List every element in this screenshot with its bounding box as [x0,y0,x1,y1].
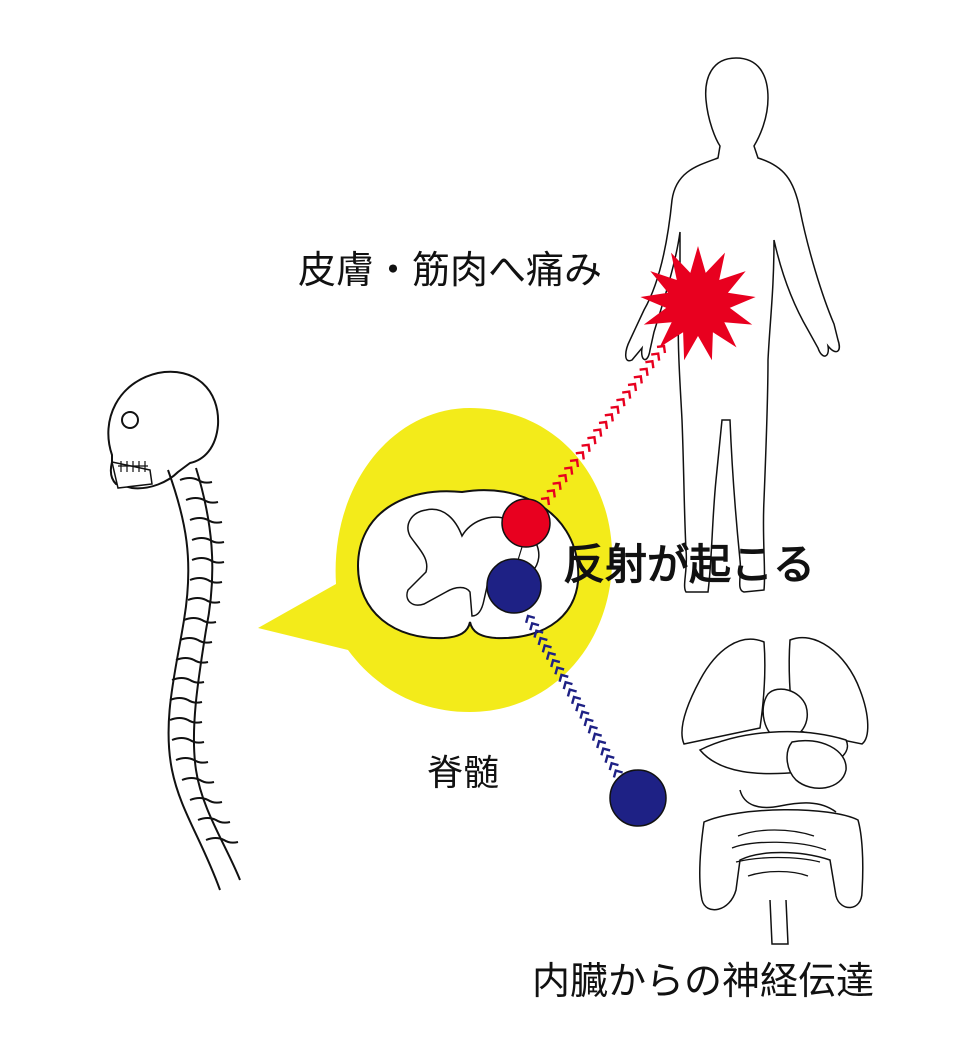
vertebra [171,737,205,744]
signal-chevron [587,724,598,734]
signal-chevron [656,344,667,354]
vertebra [189,577,223,584]
signal-chevron [552,481,562,490]
visceral-transmission-label: 内臓からの神経伝達 [532,959,875,1003]
vertebra [171,677,205,684]
vertebrae [169,477,239,844]
large-intestine [699,809,864,911]
signal-chevron [587,435,597,445]
signal-chevron [593,428,603,437]
spinal-neuron-blue [486,558,542,614]
stomach [786,739,847,789]
signal-chevron [596,739,607,749]
signal-chevron [651,352,661,361]
signal-chevron [550,658,561,668]
eye-socket [121,411,139,429]
signal-chevron [545,651,557,660]
small-intestine [731,829,827,877]
vertebra [197,817,231,824]
signal-chevron [600,747,611,756]
signal-chevron [524,614,536,624]
signal-chevron [627,382,638,392]
signal-chevron [540,496,551,506]
signal-chevron [598,420,609,430]
vertebra [205,837,239,844]
internal-organs-icon [681,636,869,945]
signal-chevron [575,451,585,460]
vertebra [191,537,225,544]
signal-chevron [564,466,574,475]
vertebra [185,497,219,504]
vertebra [187,597,221,604]
vertebra [175,757,209,764]
signal-chevron [604,413,614,422]
signal-chevron [591,732,603,741]
signal-chevron [537,636,548,646]
somatic-signal-path [540,344,667,506]
vertebra [189,517,223,524]
vertebra [181,777,215,784]
signal-chevron [562,680,573,690]
spinal-cord-callout [258,408,613,712]
signal-chevron [569,458,580,468]
vertebra [179,477,213,484]
skull [107,370,220,490]
skin-muscle-pain-label: 皮膚・筋肉へ痛み [298,248,603,292]
signal-chevron [541,643,552,653]
signal-chevron [583,717,594,727]
duodenum [739,789,837,813]
vertebra [179,637,213,644]
vertebra [169,697,203,704]
signal-chevron [533,629,544,638]
signal-chevron [610,405,620,414]
signal-chevron [645,359,655,369]
vertebra [189,797,223,804]
signal-chevron [566,688,577,697]
signal-chevron [639,367,649,376]
signal-chevron [612,769,623,778]
signal-chevron [570,695,582,705]
signal-chevron [608,761,619,771]
signal-chevron [546,489,556,498]
signal-chevron [575,702,586,712]
vertebra [191,557,225,564]
interneuron-link [517,546,523,561]
right-lung [788,636,869,745]
signal-chevron [558,473,568,483]
signal-chevron [616,397,626,407]
signal-chevron [558,673,569,683]
spine-front [167,469,221,891]
vertebra [175,657,209,664]
skeleton-spine-icon [107,370,241,891]
signal-chevron [579,710,590,719]
visceral-neuron-blue [609,769,667,827]
signal-chevron [604,754,615,764]
sensory-neuron-red [501,498,551,548]
jaw [111,461,153,489]
signal-chevron [633,375,643,384]
signal-chevron [554,666,565,675]
left-lung [681,638,766,745]
reflex-label: 反射が起こる [563,540,816,589]
pain-burst-icon [640,246,756,361]
vertebra [169,717,203,724]
rectum [769,899,789,945]
signal-chevron [529,621,540,631]
heart [762,688,809,741]
spinal-cord-label: 脊髄 [427,753,500,794]
signal-chevron [581,443,591,452]
human-body-outline-icon [625,57,840,593]
signal-chevron [622,390,632,399]
vertebra [183,617,217,624]
